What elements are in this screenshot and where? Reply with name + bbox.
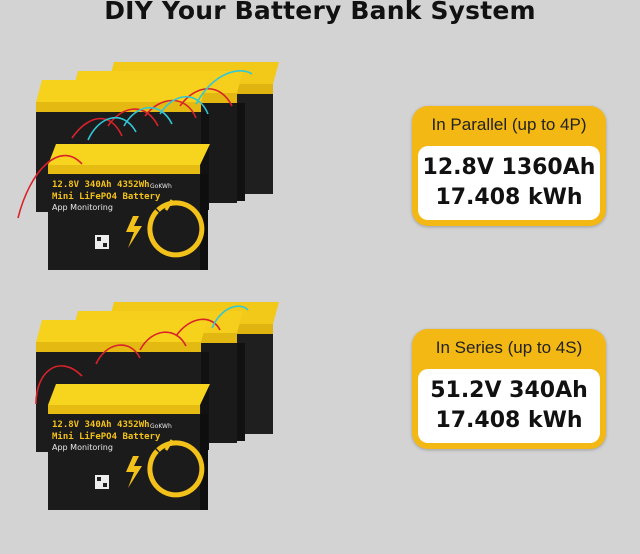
series-wires <box>35 305 249 405</box>
battery-feature-label: App Monitoring <box>52 203 113 212</box>
parallel-wires <box>17 70 253 219</box>
parallel-info-card: In Parallel (up to 4P) 12.8V 1360Ah 17.4… <box>412 106 606 226</box>
series-energy: 17.408 kWh <box>435 408 583 433</box>
battery-feature-label: App Monitoring <box>52 443 113 452</box>
parallel-values: 12.8V 1360Ah 17.408 kWh <box>418 146 600 220</box>
battery-brand-label: GoKWh <box>150 183 172 190</box>
series-battery-illustration: 12.8V 340Ah 4352Wh Mini LiFePO4 Battery … <box>0 300 330 530</box>
parallel-battery-illustration: 12.8V 340Ah 4352Wh Mini LiFePO4 Battery … <box>0 60 330 290</box>
series-values: 51.2V 340Ah 17.408 kWh <box>418 369 600 443</box>
battery-bank-series: 12.8V 340Ah 4352Wh Mini LiFePO4 Battery … <box>35 302 279 510</box>
battery-product-label: Mini LiFePO4 Battery <box>52 191 161 202</box>
series-info-card: In Series (up to 4S) 51.2V 340Ah 17.408 … <box>412 329 606 449</box>
page-title: DIY Your Battery Bank System <box>104 0 536 25</box>
battery-stack <box>36 62 279 270</box>
battery-spec-label: 12.8V 340Ah 4352Wh <box>52 420 150 430</box>
parallel-voltage-capacity: 12.8V 1360Ah <box>422 155 596 180</box>
battery-stack <box>36 302 279 510</box>
battery-product-label: Mini LiFePO4 Battery <box>52 431 161 442</box>
series-header: In Series (up to 4S) <box>435 338 583 357</box>
parallel-header: In Parallel (up to 4P) <box>431 115 587 134</box>
battery-brand-label: GoKWh <box>150 423 172 430</box>
battery-spec-label: 12.8V 340Ah 4352Wh <box>52 180 150 190</box>
series-voltage-capacity: 51.2V 340Ah <box>430 378 588 403</box>
parallel-energy: 17.408 kWh <box>435 185 583 210</box>
battery-bank-parallel: 12.8V 340Ah 4352Wh Mini LiFePO4 Battery … <box>17 62 279 270</box>
